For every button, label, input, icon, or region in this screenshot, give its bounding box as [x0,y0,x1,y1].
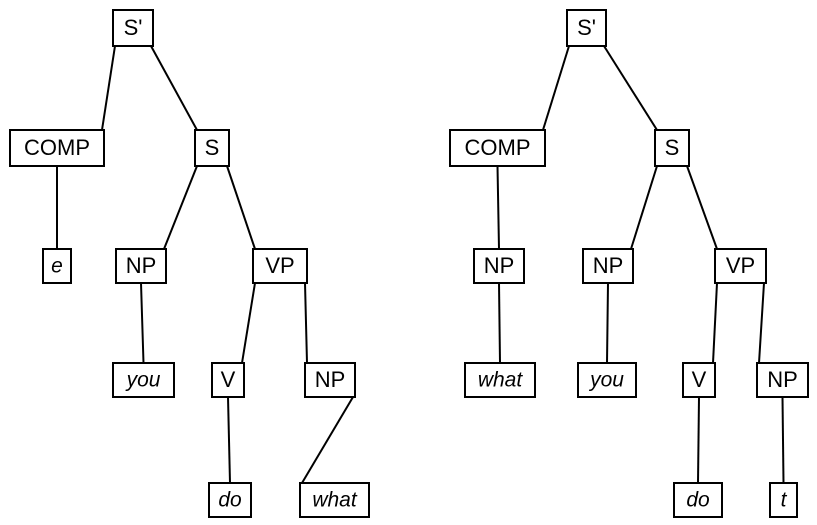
node-label-L-you: you [125,369,161,392]
tree-node-R-what[interactable]: what [464,362,536,398]
node-box-L-Sbar [112,9,154,47]
node-box-L-e [42,248,72,284]
tree-node-R-NP1[interactable]: NP [582,248,634,284]
node-label-R-you: you [588,369,624,392]
node-label-L-do: do [218,489,242,512]
node-label-R-do: do [686,489,710,512]
tree-node-L-S[interactable]: S [194,129,230,167]
tree-edge-R-COMP-to-R-NP0 [496,165,500,250]
tree-node-R-t[interactable]: t [769,482,798,518]
tree-node-R-V[interactable]: V [682,362,716,398]
tree-node-L-you[interactable]: you [112,362,175,398]
tree-edge-R-S-to-R-NP1 [630,165,658,250]
node-label-R-NP2: NP [767,367,798,392]
node-box-L-VP [252,248,308,284]
tree-node-R-COMP[interactable]: COMP [449,129,546,167]
node-box-R-you [577,362,637,398]
tree-edge-R-Sbar-to-R-COMP [542,45,570,131]
tree-edges [496,45,785,484]
right-tree: S' COMP S NP NP VP what you V NP do t [449,9,809,518]
tree-node-L-Sbar[interactable]: S' [112,9,154,47]
node-label-R-COMP: COMP [465,135,531,160]
tree-edge-R-VP-to-R-NP2 [758,282,765,364]
tree-node-L-V[interactable]: V [211,362,245,398]
tree-edge-R-S-to-R-VP [686,165,718,250]
tree-edge-R-NP2-to-R-t [781,396,785,484]
tree-edges [56,45,354,484]
tree-edge-L-V-to-L-do [227,396,231,484]
tree-edge-R-NP1-to-R-you [606,282,609,364]
node-box-L-what [299,482,370,518]
node-box-R-COMP [449,129,546,167]
node-label-R-NP0: NP [484,253,515,278]
tree-edge-L-Sbar-to-L-COMP [101,45,116,131]
tree-edge-L-S-to-L-VP [226,165,256,250]
node-box-R-NP2 [756,362,809,398]
tree-edge-L-VP-to-L-V [241,282,256,364]
node-box-R-V [682,362,716,398]
node-box-L-do [208,482,252,518]
tree-edge-R-VP-to-R-V [712,282,718,364]
tree-edge-R-Sbar-to-R-S [603,45,658,131]
node-label-L-COMP: COMP [24,135,90,160]
tree-node-L-e[interactable]: e [42,248,72,284]
node-label-R-t: t [781,489,788,512]
tree-node-R-you[interactable]: you [577,362,637,398]
tree-node-R-VP[interactable]: VP [714,248,767,284]
node-box-R-VP [714,248,767,284]
node-label-L-NP1: NP [126,253,157,278]
node-label-L-VP: VP [265,253,294,278]
node-label-L-NP2: NP [315,367,346,392]
node-label-L-what: what [312,489,358,512]
tree-edge-L-S-to-L-NP1 [163,165,198,250]
node-box-L-S [194,129,230,167]
node-label-R-what: what [478,369,524,392]
tree-node-R-NP2[interactable]: NP [756,362,809,398]
tree-node-L-NP1[interactable]: NP [115,248,167,284]
node-box-L-V [211,362,245,398]
tree-node-L-do[interactable]: do [208,482,252,518]
node-label-R-Sbar: S' [577,15,596,40]
tree-node-R-do[interactable]: do [673,482,723,518]
node-box-R-S [654,129,690,167]
node-box-R-NP0 [473,248,525,284]
tree-node-L-VP[interactable]: VP [252,248,308,284]
tree-edge-L-NP2-to-L-what [301,396,354,484]
tree-node-R-Sbar[interactable]: S' [566,9,607,47]
node-label-L-S: S [205,135,220,160]
node-box-L-COMP [9,129,105,167]
node-label-R-VP: VP [726,253,755,278]
tree-node-R-NP0[interactable]: NP [473,248,525,284]
tree-node-L-NP2[interactable]: NP [304,362,356,398]
node-box-R-what [464,362,536,398]
node-label-L-Sbar: S' [124,15,143,40]
node-label-L-e: e [51,255,63,278]
tree-edge-L-NP1-to-L-you [140,282,145,364]
node-box-R-t [769,482,798,518]
node-label-L-V: V [221,367,236,392]
tree-edge-R-V-to-R-do [697,396,700,484]
tree-node-L-COMP[interactable]: COMP [9,129,105,167]
node-label-R-NP1: NP [593,253,624,278]
tree-node-L-what[interactable]: what [299,482,370,518]
tree-edge-L-VP-to-L-NP2 [304,282,308,364]
tree-node-R-S[interactable]: S [654,129,690,167]
node-label-R-V: V [692,367,707,392]
node-box-R-do [673,482,723,518]
node-box-L-you [112,362,175,398]
node-box-L-NP2 [304,362,356,398]
node-box-R-Sbar [566,9,607,47]
tree-edge-R-NP0-to-R-what [498,282,501,364]
node-box-R-NP1 [582,248,634,284]
tree-edge-L-Sbar-to-L-S [150,45,198,131]
node-label-R-S: S [665,135,680,160]
node-box-L-NP1 [115,248,167,284]
